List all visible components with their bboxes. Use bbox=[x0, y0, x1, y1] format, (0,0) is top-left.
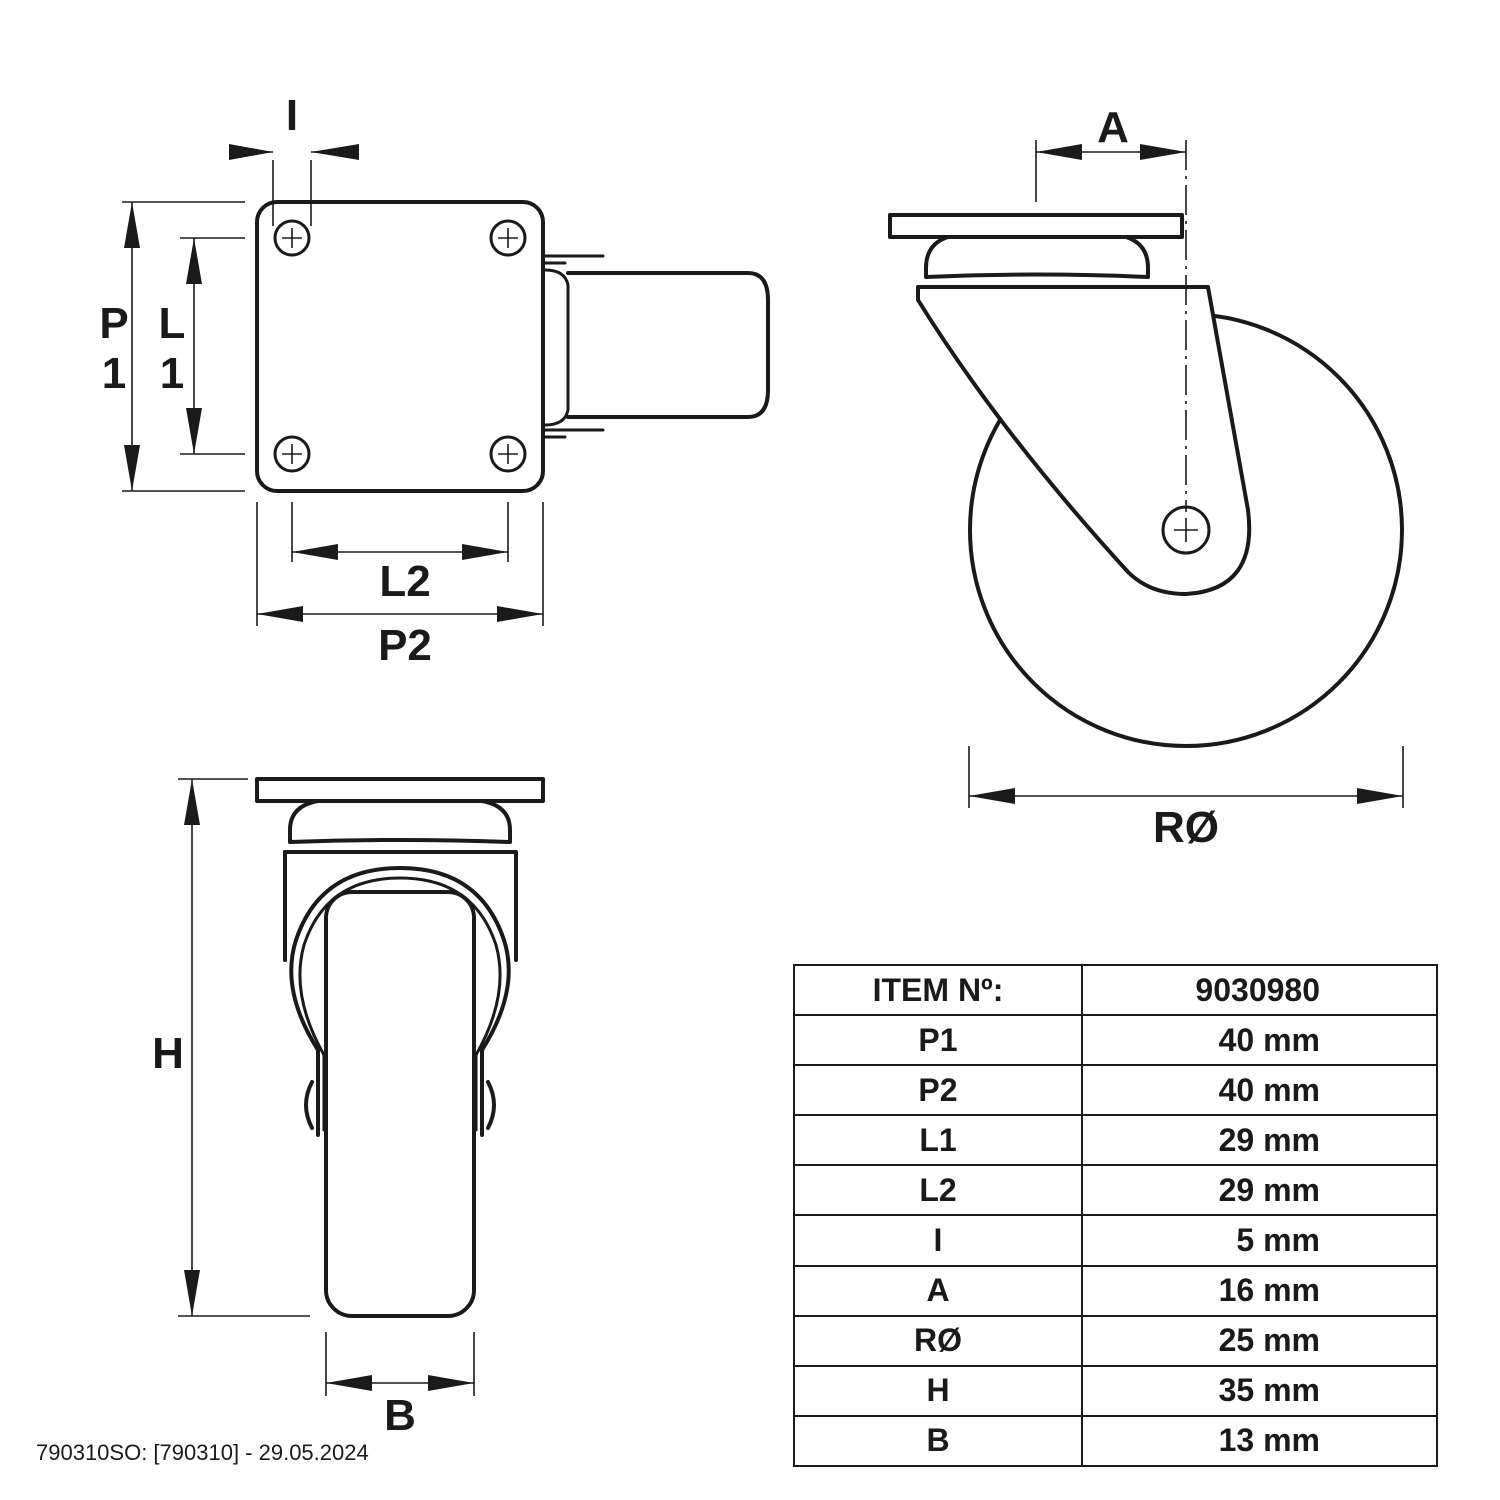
row-value: 40 mm bbox=[1081, 1064, 1438, 1117]
mounting-hole-bottom-right bbox=[489, 435, 527, 473]
table-row: H 35 mm bbox=[793, 1364, 1438, 1417]
label-a: A bbox=[1097, 103, 1129, 152]
front-plate bbox=[255, 777, 545, 803]
label-h: H bbox=[152, 1029, 184, 1078]
row-key: B bbox=[793, 1414, 1083, 1468]
front-bearing bbox=[288, 799, 512, 844]
label-p1-bottom: 1 bbox=[102, 349, 126, 398]
fork-outer bbox=[289, 866, 511, 1137]
dimension-a: A bbox=[1035, 103, 1186, 202]
row-key: RØ bbox=[793, 1314, 1083, 1367]
dimension-i: I bbox=[229, 91, 359, 226]
dimension-l1: L 1 bbox=[159, 237, 245, 455]
label-b: B bbox=[384, 1391, 416, 1440]
swivel-bearing bbox=[924, 235, 1150, 279]
label-l1-top: L bbox=[159, 299, 186, 348]
row-key: P2 bbox=[793, 1064, 1083, 1117]
label-l2: L2 bbox=[379, 557, 430, 606]
table-header-key: ITEM Nº: bbox=[793, 963, 1083, 1017]
side-view: A RØ bbox=[888, 103, 1404, 852]
table-row: RØ 25 mm bbox=[793, 1314, 1438, 1367]
mounting-hole-top-right bbox=[489, 219, 527, 257]
row-key: P1 bbox=[793, 1014, 1083, 1067]
row-value: 13 mm bbox=[1081, 1414, 1438, 1468]
row-key: A bbox=[793, 1264, 1083, 1317]
label-l1-bottom: 1 bbox=[160, 349, 184, 398]
dimension-b: B bbox=[325, 1332, 475, 1440]
label-p1-top: P bbox=[99, 299, 128, 348]
row-value: 29 mm bbox=[1081, 1164, 1438, 1217]
footer-text: 790310SO: [790310] - 29.05.2024 bbox=[36, 1440, 369, 1465]
table-row: P1 40 mm bbox=[793, 1014, 1438, 1067]
row-value: 5 mm bbox=[1081, 1214, 1438, 1267]
table-row: L2 29 mm bbox=[793, 1164, 1438, 1217]
table-row: A 16 mm bbox=[793, 1264, 1438, 1317]
dimension-r: RØ bbox=[968, 746, 1404, 852]
mounting-plate bbox=[255, 200, 545, 493]
table-header-row: ITEM Nº: 9030980 bbox=[793, 963, 1438, 1017]
row-key: H bbox=[793, 1364, 1083, 1417]
side-plate bbox=[888, 213, 1184, 239]
table-row: P2 40 mm bbox=[793, 1064, 1438, 1117]
top-view: I P 1 L 1 L2 P2 bbox=[99, 91, 770, 670]
row-key: L1 bbox=[793, 1114, 1083, 1167]
right-axle-nut bbox=[486, 1080, 496, 1130]
label-p2: P2 bbox=[378, 621, 432, 670]
mounting-hole-bottom-left bbox=[273, 435, 311, 473]
front-view: H B bbox=[152, 777, 545, 1440]
label-i: I bbox=[286, 91, 298, 140]
row-value: 25 mm bbox=[1081, 1314, 1438, 1367]
table-row: L1 29 mm bbox=[793, 1114, 1438, 1167]
row-key: I bbox=[793, 1214, 1083, 1267]
mounting-hole-top-left bbox=[273, 219, 311, 257]
dimension-h: H bbox=[152, 778, 310, 1317]
dimension-p2: P2 bbox=[256, 502, 544, 670]
front-wheel bbox=[324, 890, 476, 1318]
dimension-p1: P 1 bbox=[99, 201, 245, 492]
spec-table: ITEM Nº: 9030980 P1 40 mm P2 40 mm L1 29… bbox=[793, 963, 1438, 1468]
row-value: 35 mm bbox=[1081, 1364, 1438, 1417]
table-row: B 13 mm bbox=[793, 1414, 1438, 1468]
row-value: 16 mm bbox=[1081, 1264, 1438, 1317]
fork-inner bbox=[298, 876, 502, 1132]
row-value: 29 mm bbox=[1081, 1114, 1438, 1167]
fork-top bbox=[283, 850, 518, 962]
row-key: L2 bbox=[793, 1164, 1083, 1217]
label-r: RØ bbox=[1153, 803, 1219, 852]
dimension-l2: L2 bbox=[291, 502, 509, 606]
left-axle-nut bbox=[304, 1080, 314, 1130]
table-row: I 5 mm bbox=[793, 1214, 1438, 1267]
wheel-housing-top bbox=[543, 254, 770, 439]
row-value: 40 mm bbox=[1081, 1014, 1438, 1067]
table-header-value: 9030980 bbox=[1081, 963, 1438, 1017]
